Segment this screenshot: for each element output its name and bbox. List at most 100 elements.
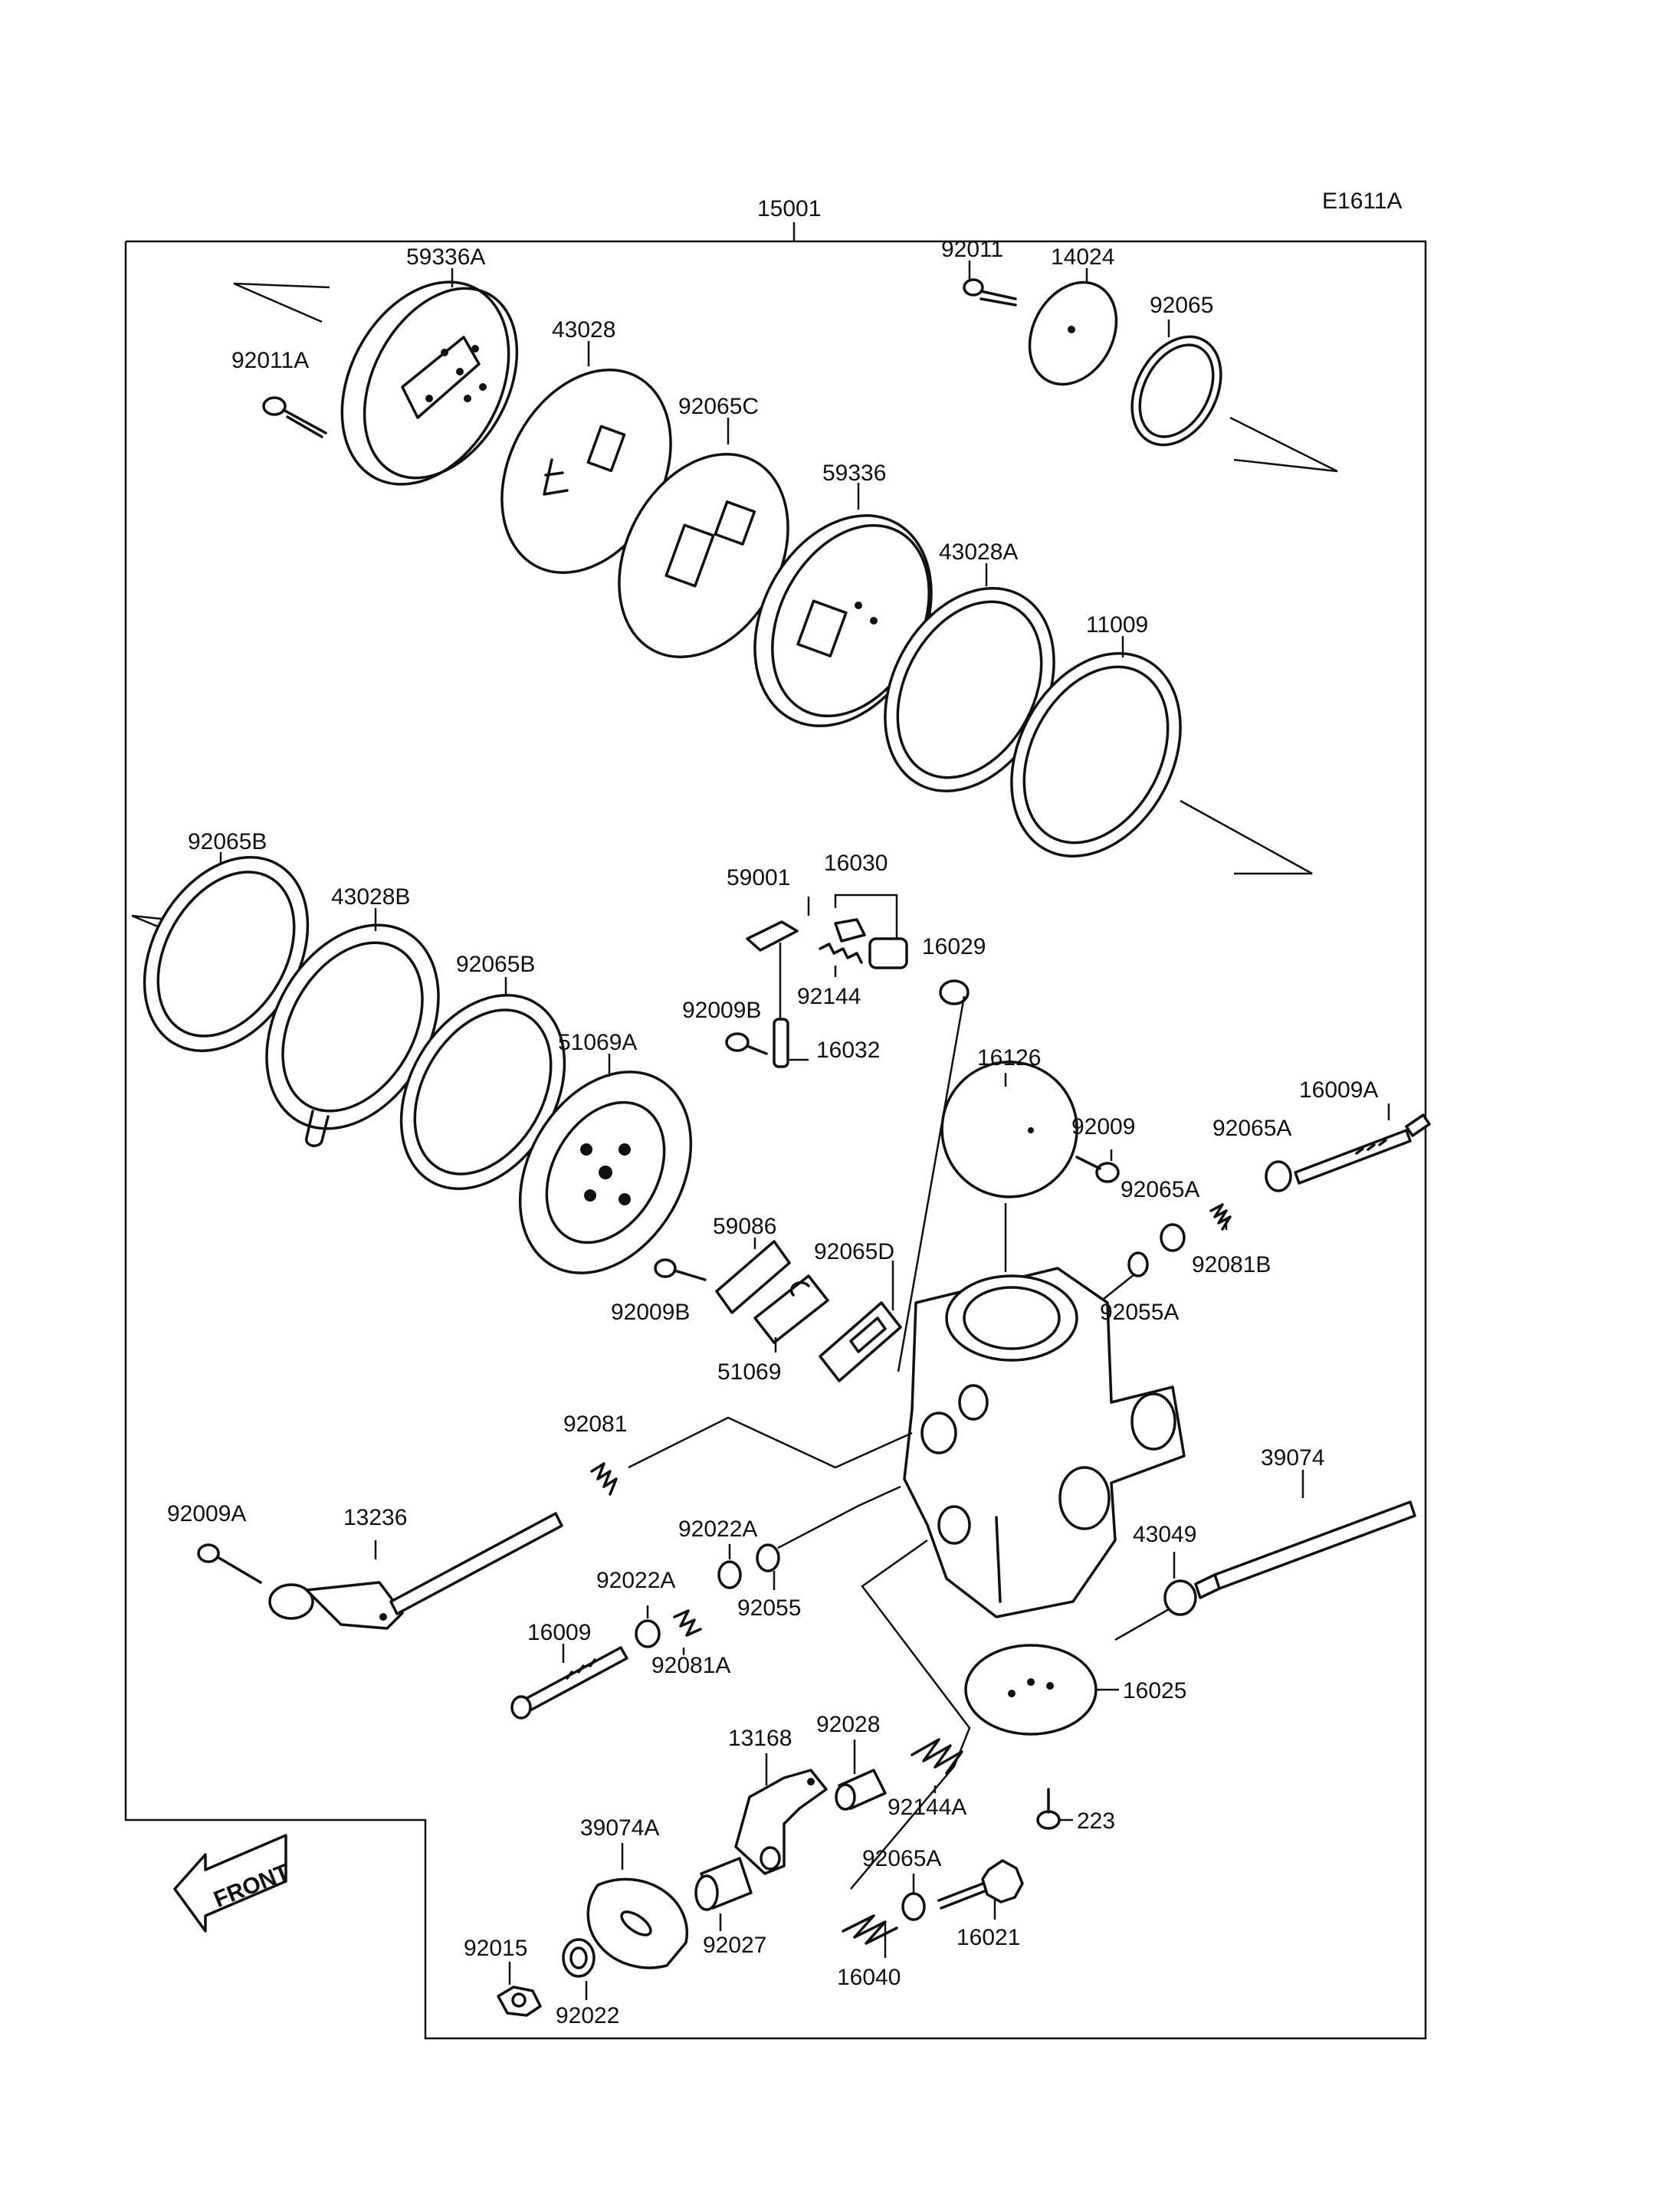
- label-92009B-lower: 92009B: [611, 1300, 690, 1325]
- explode-guide-top-left: [233, 282, 330, 323]
- label-59086: 59086: [713, 1214, 776, 1239]
- washer-16029: [939, 979, 970, 1005]
- label-16009A: 16009A: [1299, 1077, 1378, 1103]
- label-92009A: 92009A: [167, 1501, 246, 1526]
- cap-14024: [1028, 280, 1118, 386]
- lever-59001: [746, 920, 799, 1061]
- washer-92022A-lower: [635, 1619, 661, 1648]
- label-92144A: 92144A: [888, 1795, 966, 1820]
- gasket-43028A: [884, 587, 1055, 792]
- needle-valve-16030: [834, 894, 908, 969]
- label-92081: 92081: [563, 1412, 627, 1437]
- explode-guide-mid-right: [1180, 799, 1313, 875]
- screw-16009A: [1294, 1113, 1431, 1185]
- linkage-line: [850, 1539, 971, 1890]
- label-92065B-middle: 92065B: [456, 952, 535, 977]
- shaft-39074: [1194, 1500, 1416, 1599]
- label-92009: 92009: [1071, 1114, 1135, 1139]
- assembly-boundary: [124, 240, 1427, 2040]
- label-59001: 59001: [727, 865, 790, 890]
- label-13236: 13236: [343, 1505, 407, 1530]
- spring-92081B: [1209, 1203, 1232, 1231]
- label-51069: 51069: [717, 1359, 781, 1385]
- gasket-92065B-left: [143, 856, 310, 1052]
- housing-cover-59336A: [340, 280, 519, 486]
- label-leaders: [219, 261, 1390, 2000]
- ring-92065: [1130, 335, 1222, 447]
- explode-guide-top-right: [1229, 416, 1338, 473]
- label-43049: 43049: [1133, 1522, 1196, 1547]
- label-16021: 16021: [956, 1925, 1020, 1950]
- label-14024: 14024: [1051, 244, 1114, 270]
- spring-92081A: [673, 1609, 702, 1637]
- washer-92065A-right: [1265, 1160, 1292, 1192]
- label-43028: 43028: [552, 317, 615, 343]
- label-92055: 92055: [737, 1595, 801, 1621]
- screw-92009B-lower: [654, 1258, 707, 1281]
- nut-92015: [497, 1985, 542, 2017]
- screw-92011: [963, 278, 1017, 307]
- label-43028A: 43028A: [939, 539, 1018, 565]
- screw-92011A: [262, 396, 327, 438]
- gasket-92065B-middle: [399, 994, 566, 1190]
- label-92081A: 92081A: [651, 1653, 730, 1678]
- cam-39074A: [586, 1877, 689, 1969]
- label-92011: 92011: [941, 237, 1003, 262]
- label-92022A-lower: 92022A: [596, 1568, 675, 1593]
- screw-92009A: [197, 1543, 262, 1584]
- label-16029: 16029: [922, 934, 986, 959]
- lever-13236: [268, 1512, 563, 1630]
- bushing-92028: [835, 1769, 887, 1811]
- washer-92022: [562, 1938, 596, 1978]
- oring-92055: [756, 1485, 901, 1572]
- label-92065A-lower: 92065A: [862, 1846, 941, 1871]
- label-92055A: 92055A: [1100, 1300, 1179, 1325]
- spring-92144: [819, 943, 863, 964]
- label-39074: 39074: [1261, 1445, 1324, 1471]
- diagram-code: E1611A: [1322, 189, 1403, 214]
- label-92022: 92022: [556, 2003, 619, 2028]
- washer-92065A-lower: [901, 1892, 926, 1921]
- label-16025: 16025: [1123, 1678, 1186, 1703]
- label-39074A: 39074A: [580, 1815, 659, 1841]
- leader-43049: [1114, 1608, 1170, 1641]
- spring-16040: [842, 1914, 898, 1945]
- label-92081B: 92081B: [1192, 1252, 1271, 1277]
- label-92065D: 92065D: [814, 1239, 894, 1264]
- label-92144: 92144: [797, 984, 861, 1009]
- washer-92022A-upper: [717, 1560, 742, 1589]
- diaphragm-51069: [753, 1274, 829, 1344]
- explode-guide-mid-left: [131, 914, 169, 933]
- spring-92144A: [911, 1738, 963, 1775]
- label-59336: 59336: [822, 461, 886, 486]
- carburetor-body: [903, 1267, 1186, 1618]
- pin-16032: [773, 1018, 789, 1068]
- label-92028: 92028: [816, 1712, 880, 1737]
- label-92065A-middle: 92065A: [1121, 1177, 1199, 1202]
- screw-16009: [510, 1646, 628, 1720]
- label-92015: 92015: [464, 1936, 527, 1961]
- label-16126: 16126: [977, 1045, 1041, 1071]
- label-13168: 13168: [728, 1726, 792, 1751]
- label-92011A: 92011A: [231, 348, 309, 373]
- label-43028B: 43028B: [331, 884, 410, 910]
- washer-92065A-middle: [1160, 1223, 1186, 1252]
- label-59336A: 59336A: [406, 244, 485, 270]
- label-16009: 16009: [527, 1620, 591, 1645]
- lever-13168: [734, 1769, 828, 1875]
- plate-16025: [964, 1644, 1098, 1736]
- label-16040: 16040: [837, 1965, 901, 1990]
- screw-16021: [937, 1859, 1024, 1910]
- oring-92055A: [1127, 1251, 1149, 1277]
- plate-16126: [940, 1061, 1078, 1199]
- screw-223: [1036, 1788, 1061, 1830]
- spring-92081: [590, 1416, 913, 1496]
- screw-92009B-upper: [725, 1032, 768, 1055]
- label-92065B-left: 92065B: [188, 829, 267, 854]
- label-92065C: 92065C: [678, 394, 759, 419]
- label-92065: 92065: [1150, 293, 1213, 318]
- gasket-11009: [1010, 652, 1182, 857]
- plate-59086: [715, 1240, 791, 1314]
- label-92009B-upper: 92009B: [682, 998, 761, 1023]
